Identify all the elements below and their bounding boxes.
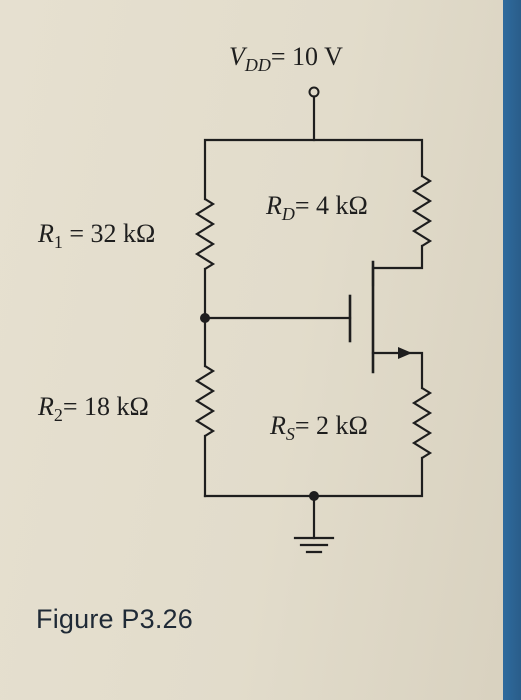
resistor-r1 bbox=[194, 198, 216, 270]
vdd-label: VDD= 10 V bbox=[229, 42, 343, 75]
rs-label: RS= 2 kΩ bbox=[269, 411, 368, 444]
r2-label: R2= 18 kΩ bbox=[37, 392, 149, 425]
bottom-rail bbox=[203, 456, 424, 498]
nmos-transistor bbox=[348, 260, 412, 374]
page-edge-band bbox=[503, 0, 521, 700]
resistor-rd bbox=[411, 175, 433, 247]
drain-wire bbox=[371, 244, 424, 287]
source-wire bbox=[403, 351, 424, 390]
resistor-r2 bbox=[194, 365, 216, 437]
vdd-terminal bbox=[308, 86, 320, 142]
ground-icon bbox=[293, 494, 335, 554]
rd-label: RD= 4 kΩ bbox=[265, 191, 368, 224]
resistor-rs bbox=[411, 387, 433, 459]
r1-label: R1 = 32 kΩ bbox=[37, 219, 155, 252]
figure-caption: Figure P3.26 bbox=[36, 604, 193, 634]
top-rail bbox=[203, 138, 424, 201]
